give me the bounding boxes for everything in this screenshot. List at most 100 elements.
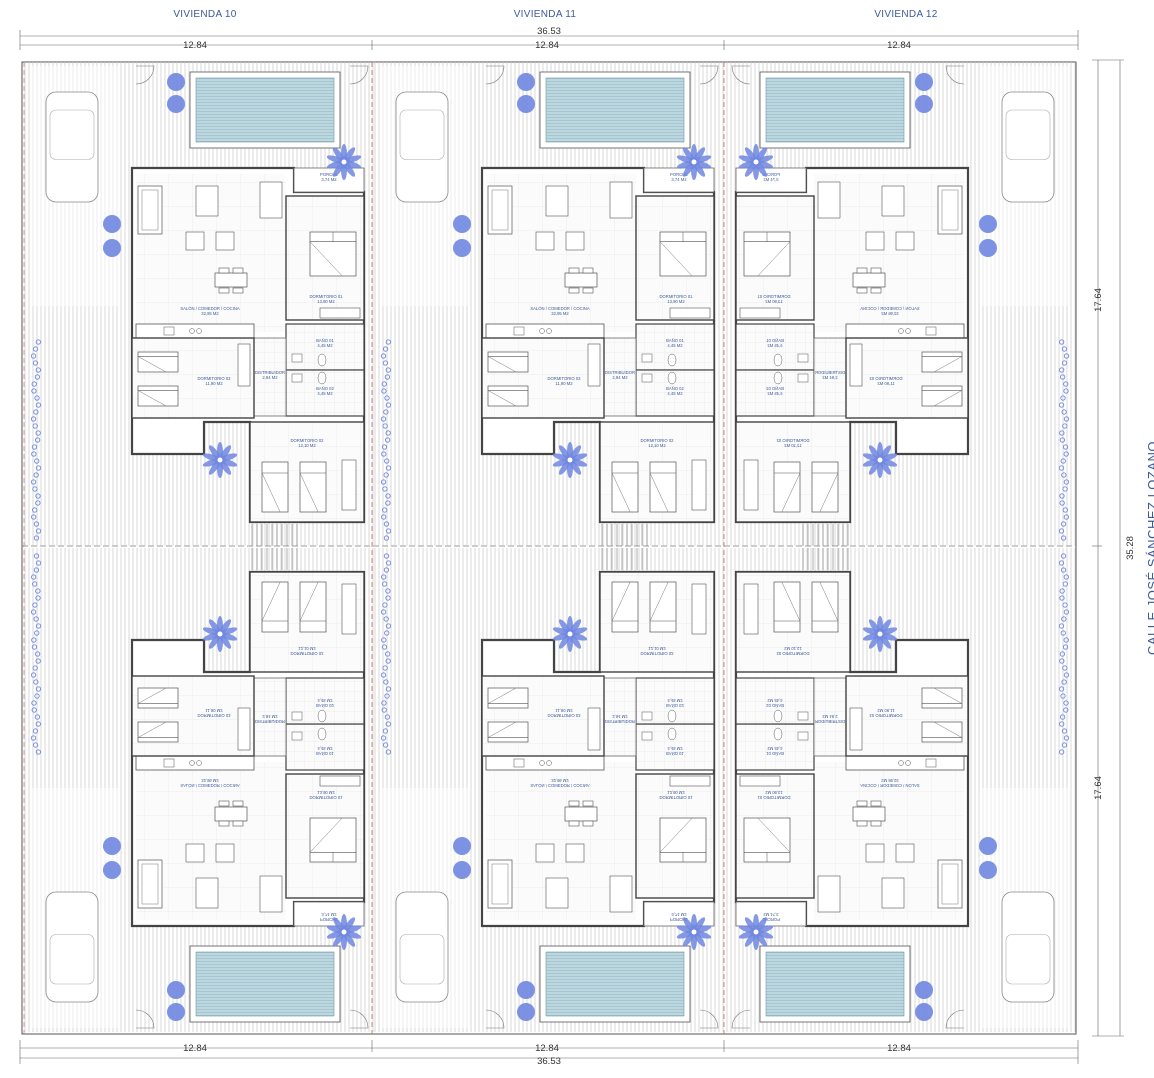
sink-icon [163, 758, 175, 768]
palm-tree-icon [202, 616, 238, 652]
entry-steps [802, 524, 849, 546]
bed-icon [743, 231, 791, 277]
bed-icon [487, 385, 529, 407]
tree-icon [103, 861, 121, 879]
door-swing [135, 1009, 155, 1029]
tree-icon [453, 239, 471, 257]
wardrobe-icon [739, 775, 781, 787]
washbasin-icon [291, 731, 303, 741]
room-area-porche: 3,74 M2 [671, 912, 687, 917]
bed-icon [137, 385, 179, 407]
washbasin-icon [641, 711, 653, 721]
armchair-icon [895, 231, 915, 251]
hedge-icon [30, 553, 42, 755]
dining-table-icon [564, 267, 598, 294]
room-label-porche: PORCHE [762, 172, 780, 177]
dim-unit-width-top-3: 12.84 [887, 40, 911, 51]
bed-icon [309, 231, 357, 277]
room-label-dorm2: DORMITORIO 02 [291, 438, 325, 443]
room-label-dorm2: DORMITORIO 02 [776, 438, 810, 443]
room-area-bano1: 4,45 M2 [767, 746, 783, 751]
room-area-dorm2: 12,10 M2 [648, 646, 666, 651]
bed-icon [921, 385, 963, 407]
door-swing [699, 65, 719, 85]
room-area-bano1: 4,45 M2 [317, 746, 333, 751]
room-label-dorm1: DORMITORIO 01 [310, 795, 344, 800]
tree-icon [167, 1003, 185, 1021]
room-label-bano1: BAÑO 01 [316, 338, 334, 343]
armchair-icon [565, 843, 585, 863]
tv-unit-icon [609, 875, 633, 913]
room-label-distribuidor: DISTRIBUIDOR [605, 719, 635, 724]
room-area-dorm3: 11,90 M2 [205, 381, 223, 386]
tree-icon [167, 73, 185, 91]
room-area-dorm2: 12,10 M2 [784, 443, 802, 448]
toilet-icon [773, 709, 783, 723]
car-icon [395, 891, 449, 1003]
palm-tree-icon [738, 144, 774, 180]
room-area-dorm1: 13,90 M2 [765, 299, 783, 304]
toilet-icon [773, 353, 783, 367]
room-area-bano2: 4,45 M2 [667, 698, 683, 703]
room-area-bano1: 4,45 M2 [667, 746, 683, 751]
room-area-porche: 3,74 M2 [763, 177, 779, 182]
washbasin-icon [797, 353, 809, 363]
armchair-icon [185, 231, 205, 251]
room-area-porche: 3,74 M2 [763, 912, 779, 917]
armchair-icon [215, 231, 235, 251]
room-label-salon: SALÓN / COMEDOR / COCINA [530, 306, 590, 311]
bed-icon [811, 461, 839, 513]
room-area-salon: 32,95 M2 [551, 311, 569, 316]
palm-tree-icon [738, 914, 774, 950]
washbasin-icon [797, 373, 809, 383]
room-label-porche: PORCHE [762, 917, 780, 922]
room-area-distribuidor: 2,94 M2 [262, 375, 278, 380]
room-label-bano2: BAÑO 02 [666, 703, 684, 708]
door-swing [349, 65, 369, 85]
room-label-salon: SALÓN / COMEDOR / COCINA [860, 783, 920, 788]
armchair-icon [865, 231, 885, 251]
bed-icon [649, 581, 677, 633]
bed-icon [299, 581, 327, 633]
dimension-right [1092, 59, 1124, 1037]
toilet-icon [667, 371, 677, 385]
bed-icon [611, 461, 639, 513]
room-area-dorm2: 12,10 M2 [298, 646, 316, 651]
bed-icon [299, 461, 327, 513]
dim-unit-width-top-1: 12.84 [183, 40, 207, 51]
room-label-porche: PORCHE [670, 172, 688, 177]
armchair-icon [215, 843, 235, 863]
bed-icon [773, 581, 801, 633]
hob-icon [905, 760, 911, 766]
tree-icon [517, 1003, 535, 1021]
tree-icon [453, 861, 471, 879]
wardrobe-icon [587, 707, 601, 751]
palm-tree-icon [552, 442, 588, 478]
room-label-dorm1: DORMITORIO 01 [660, 294, 694, 299]
room-label-salon: SALÓN / COMEDOR / COCINA [530, 783, 590, 788]
car-icon [45, 91, 99, 203]
door-swing [485, 65, 505, 85]
washbasin-icon [641, 373, 653, 383]
bed-icon [921, 721, 963, 743]
bed-icon [137, 721, 179, 743]
hob-icon [546, 328, 552, 334]
door-swing [731, 65, 751, 85]
kitchen-counter [845, 323, 965, 339]
car-icon [1001, 891, 1055, 1003]
wardrobe-icon [739, 307, 781, 319]
coffee-table-icon [881, 877, 905, 909]
entry-steps [251, 524, 298, 546]
room-label-porche: PORCHE [670, 917, 688, 922]
tree-icon [517, 73, 535, 91]
hedge-icon [1058, 339, 1070, 541]
room-area-distribuidor: 2,94 M2 [262, 714, 278, 719]
room-area-salon: 32,95 M2 [551, 778, 569, 783]
kitchen-counter [485, 755, 605, 771]
bed-icon [659, 817, 707, 863]
unit-label-12: VIVIENDA 12 [874, 9, 937, 20]
room-label-bano2: BAÑO 02 [765, 703, 783, 708]
palm-tree-icon [326, 144, 362, 180]
